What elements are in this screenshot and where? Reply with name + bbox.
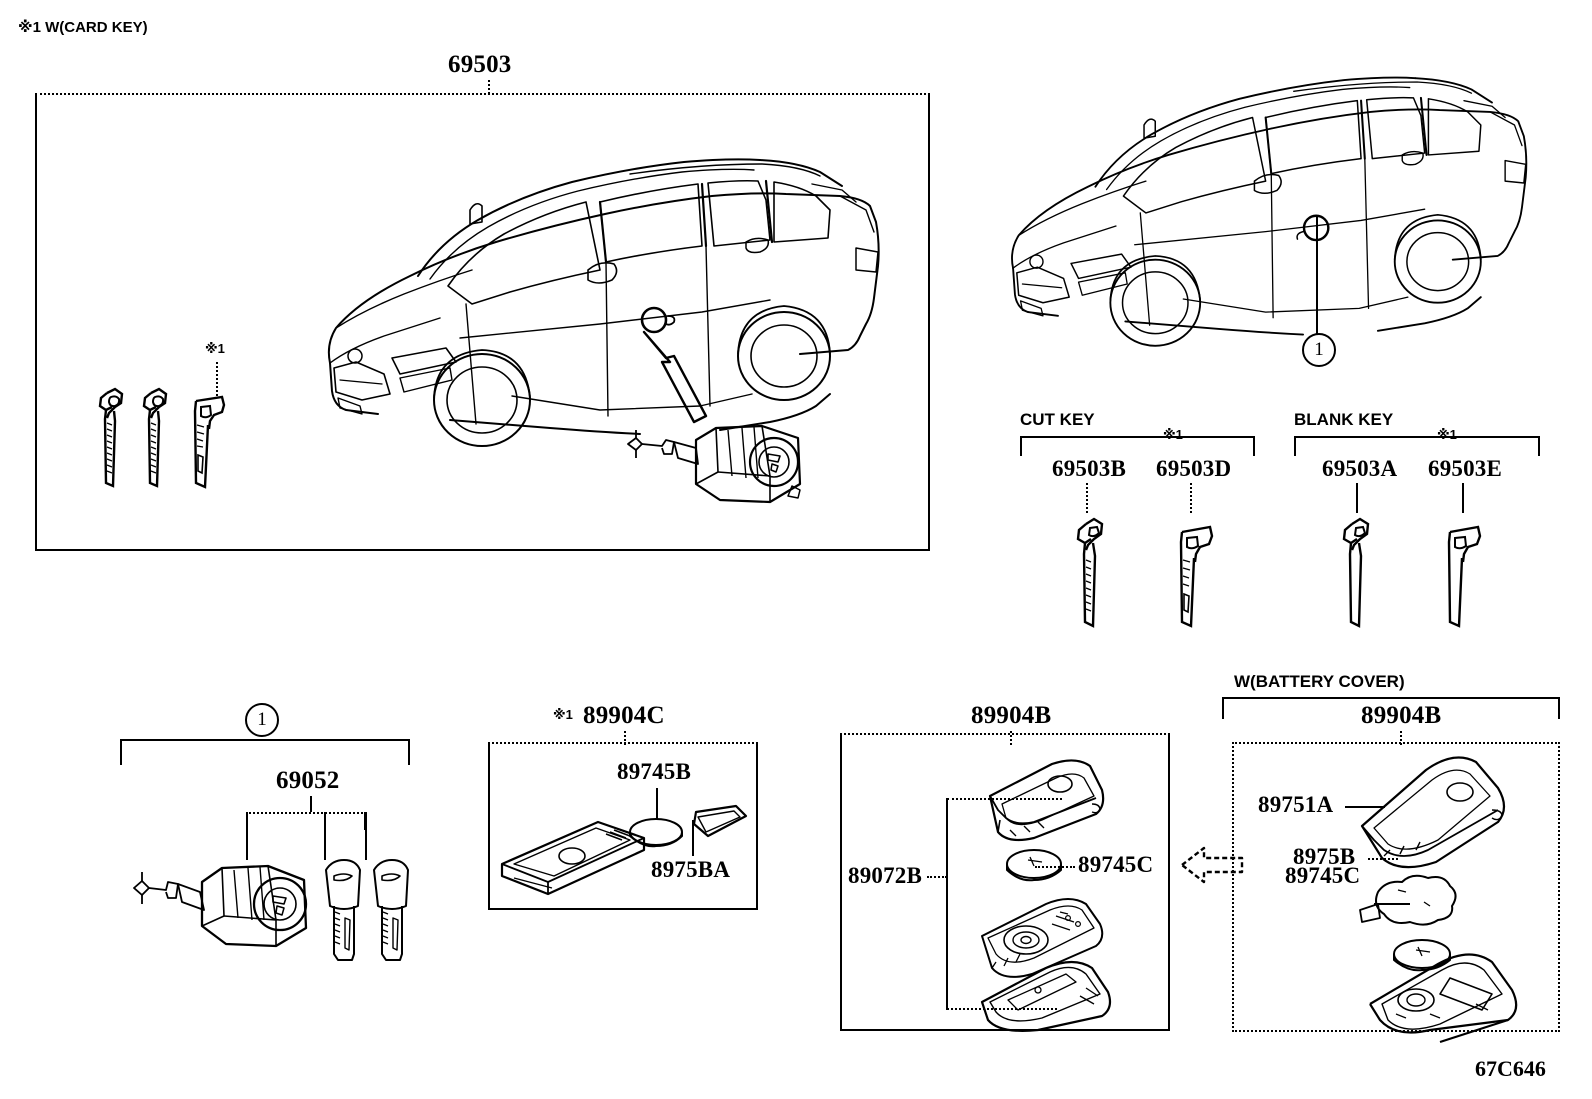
fob-variant-arrow [1180, 846, 1244, 884]
vehicle-callout-leader [1316, 216, 1318, 338]
cylinder-set-inner-bracket [246, 812, 366, 830]
card-key-box-note: ※1 [553, 707, 573, 722]
ignition-key-1-icon [325, 859, 361, 961]
part-89745C-leader-mid [1035, 866, 1075, 868]
blank-key-group-title: BLANK KEY [1294, 410, 1394, 429]
cylinder-set-drop-1 [246, 812, 248, 860]
door-keyhole-marker [640, 306, 676, 334]
card-key-note: ※1 W(CARD KEY) [18, 19, 148, 36]
ignition-key-2-icon [373, 859, 409, 961]
part-69503D-note: ※1 [1163, 427, 1183, 442]
battery-cover-group-title: W(BATTERY COVER) [1234, 672, 1405, 691]
cylinder-set-bracket [120, 739, 410, 765]
main-box-leader [488, 80, 490, 94]
part-89072B-leader [927, 876, 947, 878]
part-69503D-leader [1190, 483, 1192, 513]
fob-box-part-number: 89904B [971, 702, 1052, 729]
part-69503A-label: 69503A [1322, 456, 1398, 481]
cut-blank-key-illustrations [1076, 517, 1482, 628]
vehicle-callout-circle: 1 [1302, 333, 1336, 367]
ignition-cylinder-and-keys-illustration [133, 859, 409, 961]
key-69503E-icon [1447, 525, 1482, 628]
part-69503E-leader [1462, 483, 1464, 513]
part-69503E-label: 69503E [1428, 456, 1503, 481]
main-box-part-number: 69503 [448, 51, 512, 78]
part-89751A-label: 89751A [1258, 792, 1334, 817]
key-blade-card-icon [193, 395, 226, 489]
card-key-box-part-number: 89904C [583, 702, 665, 729]
part-8975B-label: 8975B [1293, 844, 1356, 869]
key-69503B-icon [1076, 517, 1104, 628]
key-blade-note: ※1 [205, 341, 225, 356]
cylinder-set-callout: 1 [245, 703, 279, 737]
card-key-box-leader [624, 731, 626, 745]
main-assembly-box [35, 93, 930, 551]
cut-key-bracket [1020, 436, 1255, 456]
card-key-box [488, 742, 758, 910]
part-69503A-leader [1356, 483, 1358, 513]
key-folding-2-icon [142, 387, 168, 488]
cylinder-set-drop-2 [324, 812, 326, 860]
vehicle-illustration-right [1011, 76, 1528, 347]
part-8975BA-label: 8975BA [651, 857, 731, 882]
part-89072B-bracket-bottom [947, 1008, 1057, 1010]
part-69503B-leader [1086, 483, 1088, 513]
fob-cover-box-part-number: 89904B [1361, 702, 1442, 729]
door-lock-cylinder-illustration [627, 424, 802, 504]
fob-exploded-illustration [980, 759, 1112, 1032]
key-69503A-icon [1342, 517, 1370, 628]
part-69503D-label: 69503D [1156, 456, 1232, 481]
part-69052-leader [310, 796, 312, 812]
part-89745C-label-mid: 89745C [1078, 852, 1154, 877]
blank-key-bracket [1294, 436, 1540, 456]
battery-cover-bracket [1222, 697, 1560, 719]
part-89745C-label-right: 89745C [1285, 863, 1361, 888]
cut-key-group-title: CUT KEY [1020, 410, 1095, 429]
part-89745C-leader-right [1374, 903, 1410, 905]
part-69503B-label: 69503B [1052, 456, 1127, 481]
part-89072B-label: 89072B [848, 863, 923, 888]
part-8975BA-leader [692, 820, 694, 856]
fob-box-leader [1010, 731, 1012, 745]
key-blade-note-leader [216, 362, 218, 396]
part-89745B-leader [656, 788, 658, 820]
part-89751A-leader [1345, 806, 1385, 808]
part-89072B-bracket-left [946, 798, 948, 1010]
fob-cover-box-leader [1400, 731, 1402, 745]
fob-with-battery-cover-illustration [1359, 756, 1518, 1044]
key-69503D-icon [1179, 525, 1214, 628]
cylinder-set-drop-3 [365, 812, 367, 860]
main-box-key-illustrations [98, 387, 226, 489]
key-folding-1-icon [98, 387, 124, 488]
figure-id: 67C646 [1475, 1056, 1546, 1081]
part-69503E-note: ※1 [1437, 427, 1457, 442]
card-key-illustration [500, 804, 748, 896]
part-89745B-label: 89745B [617, 759, 692, 784]
part-89072B-bracket-top [947, 798, 1062, 800]
part-69052-label: 69052 [276, 767, 340, 794]
callout-arrow-to-keyhole [642, 330, 708, 424]
vehicle-illustration-main [327, 158, 880, 447]
